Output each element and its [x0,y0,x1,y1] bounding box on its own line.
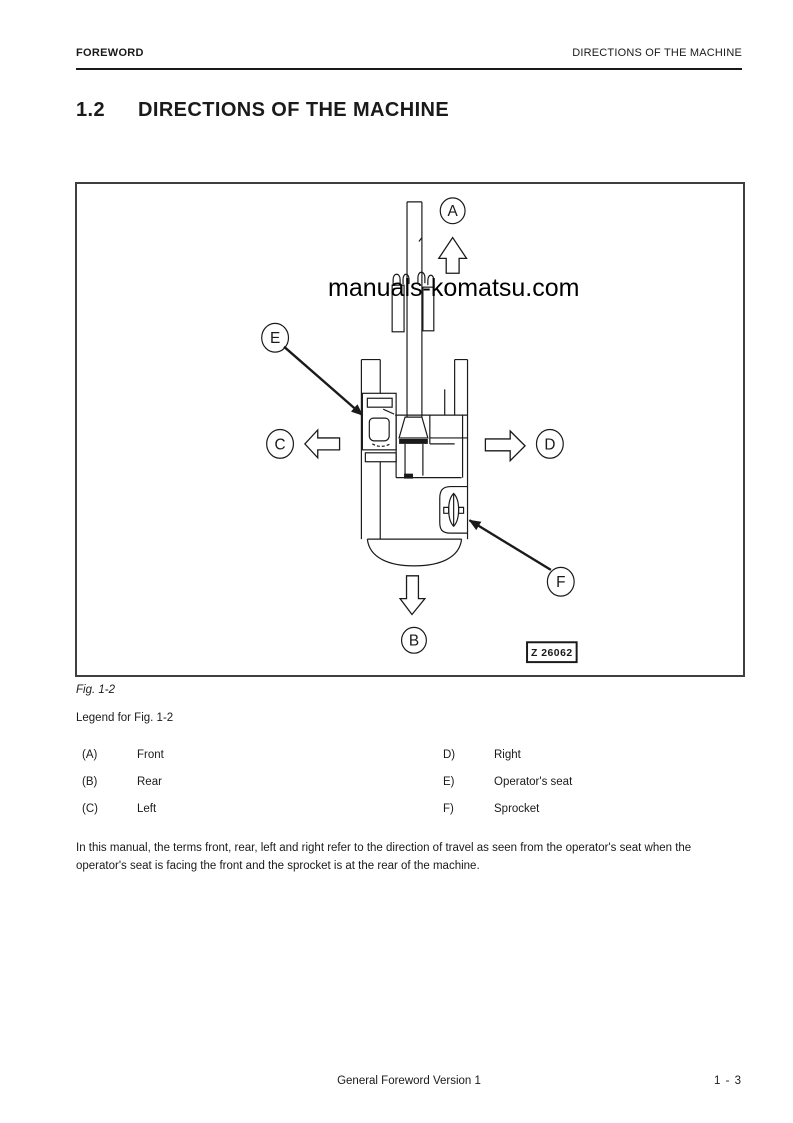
callout-b: B [409,633,419,650]
leader-f-to-sprocket [468,519,552,571]
legend-label-d: Right [494,749,521,761]
header-section-label: FOREWORD [76,47,144,59]
drawing-number-box: Z 26062 [526,641,578,664]
sprocket [439,485,468,534]
callout-a: A [448,203,459,220]
operator-seat [361,392,397,463]
arrow-right [484,429,526,463]
deck [395,389,468,479]
callout-c: C [275,436,286,453]
boom [406,201,423,418]
counterweight [366,538,463,567]
machine-top-view [360,201,469,567]
machine-direction-diagram: A B C D E F Z 26062 [261,197,578,664]
bucket [391,271,435,333]
leader-arrows [283,345,552,571]
body-paragraph: In this manual, the terms front, rear, l… [76,842,692,872]
drawing-number: Z 26062 [531,648,573,659]
legend-label-b: Rear [137,776,162,788]
callout-e: E [270,330,280,347]
callout-d: D [544,436,555,453]
legend-key-d: D) [443,749,456,761]
legend-label-c: Left [137,803,157,815]
swing-center [398,416,429,439]
leader-e-to-seat [283,345,364,417]
watermark-text: manuals-komatsu.com [328,274,580,302]
arrow-left [303,428,341,460]
header-rule [76,68,742,70]
legend-label-e: Operator's seat [494,776,573,788]
legend-table: (A) Front D) Right (B) Rear E) Operator'… [82,748,742,829]
legend-key-b: (B) [82,776,98,788]
figure-1-2: A B C D E F Z 26062 [75,182,745,677]
footer-version: General Foreword Version 1 [337,1075,481,1087]
figure-caption: Fig. 1-2 [76,684,115,696]
page-title: 1.2 DIRECTIONS OF THE MACHINE [76,99,449,122]
header-chapter-label: DIRECTIONS OF THE MACHINE [572,47,742,59]
arrow-up-front [437,236,468,274]
arrow-down-rear [398,575,427,616]
left-track [360,358,381,540]
callout-circles [261,197,575,654]
legend-key-e: E) [443,776,455,788]
legend-label-f: Sprocket [494,803,540,815]
legend-label-a: Front [137,749,164,761]
legend-key-f: F) [443,803,454,815]
section-number: 1.2 [76,99,106,121]
footer-page-number: 1 - 3 [713,1075,742,1087]
callout-letters: A B C D E F [270,203,565,650]
right-track [454,358,469,540]
callout-f: F [556,574,565,591]
direction-arrows [303,236,526,616]
legend-key-c: (C) [82,803,98,815]
section-title: DIRECTIONS OF THE MACHINE [138,99,450,121]
legend-heading: Legend for Fig. 1-2 [76,712,174,724]
legend-key-a: (A) [82,749,98,761]
